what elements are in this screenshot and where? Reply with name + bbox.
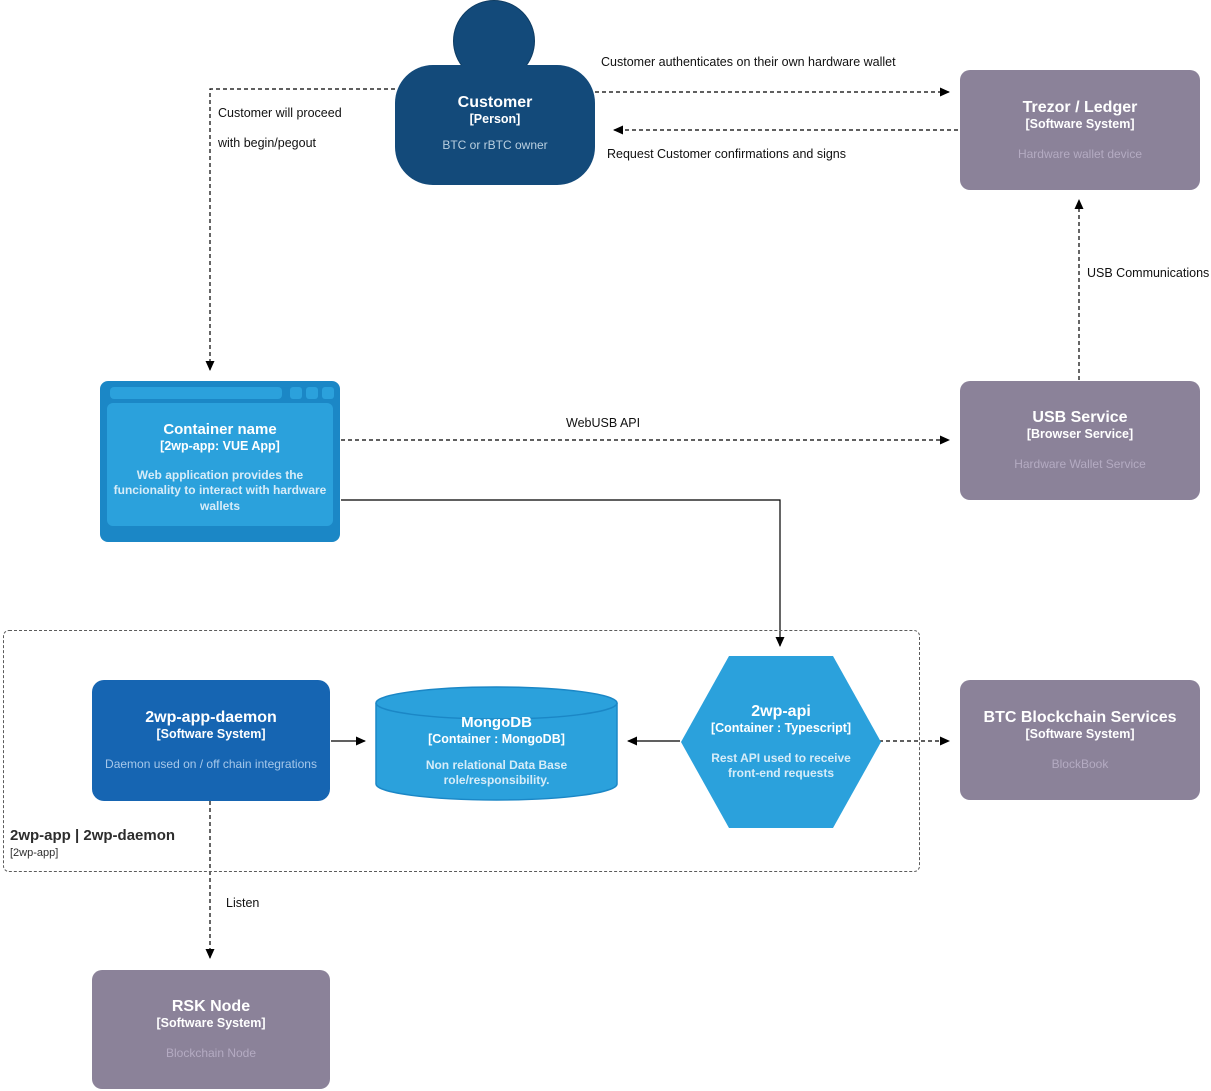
node-btc-blockchain-services[interactable]: BTC Blockchain Services [Software System… [960,680,1200,800]
boundary-title: 2wp-app | 2wp-daemon [10,827,176,844]
node-subtitle: [Container : MongoDB] [428,732,565,746]
node-title: 2wp-api [751,703,811,720]
edge-label-authenticate: Customer authenticates on their own hard… [601,55,896,69]
browser-address-bar [110,387,282,399]
node-usb-service[interactable]: USB Service [Browser Service] Hardware W… [960,381,1200,500]
edge-container-to-api [341,499,785,647]
node-title: RSK Node [171,998,251,1016]
node-mongodb[interactable]: MongoDB [Container : MongoDB] Non relati… [375,686,618,801]
browser-window-button-icon [290,387,302,399]
node-title: Container name [163,421,277,438]
boundary-2wp-app[interactable] [3,630,920,872]
cylinder-text: MongoDB [Container : MongoDB] Non relati… [375,686,618,801]
node-subtitle: [Software System] [1025,116,1135,131]
edge-label-usb-comms: USB Communications [1087,266,1210,280]
node-2wp-api[interactable]: 2wp-api [Container : Typescript] Rest AP… [681,656,881,828]
edge-label-request-sign: Request Customer confirmations and signs [607,147,847,161]
node-rsk-node[interactable]: RSK Node [Software System] Blockchain No… [92,970,330,1089]
node-subtitle: [2wp-app: VUE App] [160,439,280,453]
node-title: MongoDB [461,714,532,731]
node-subtitle: [Person] [469,112,521,127]
cylinder-shape [375,686,618,801]
edge-label-webusb: WebUSB API [566,416,641,430]
node-title: Trezor / Ledger [1022,98,1138,116]
edge-label-listen: Listen [226,896,260,910]
node-subtitle: [Container : Typescript] [710,721,852,736]
node-subtitle: [Software System] [1025,726,1135,741]
boundary-subtitle: [2wp-app] [10,847,59,859]
node-subtitle: [Software System] [156,1016,266,1031]
node-description: Blockchain Node [165,1046,257,1061]
browser-window-button-icon [306,387,318,399]
node-description: Daemon used on / off chain integrations [105,757,317,772]
node-description: BTC or rBTC owner [442,137,548,152]
edge-label-proceed-2: with begin/pegout [218,136,316,150]
node-title: BTC Blockchain Services [983,708,1177,726]
node-subtitle: [Software System] [156,727,266,742]
edge-customer-to-container [205,88,395,371]
node-2wp-app-daemon[interactable]: 2wp-app-daemon [Software System] Daemon … [92,680,330,801]
node-description: Hardware Wallet Service [1014,457,1146,472]
node-title: 2wp-app-daemon [145,709,277,727]
node-customer[interactable]: Customer [Person] BTC or rBTC owner [395,65,595,185]
browser-window-button-icon [322,387,334,399]
node-trezor-ledger[interactable]: Trezor / Ledger [Software System] Hardwa… [960,70,1200,190]
node-container-name[interactable]: Container name [2wp-app: VUE App] Web ap… [100,381,340,542]
node-description: Rest API used to receive front-end reque… [711,750,851,781]
node-subtitle: [Browser Service] [1026,427,1134,442]
browser-content: Container name [2wp-app: VUE App] Web ap… [107,403,333,526]
node-title: USB Service [1032,409,1128,427]
node-description: Non relational Data Base role/responsibi… [425,757,568,788]
node-description: Hardware wallet device [1017,146,1143,161]
node-description: BlockBook [1051,756,1109,771]
node-description: Web application provides the funcionalit… [113,467,327,513]
node-title: Customer [457,94,533,111]
browser-titlebar [100,381,340,403]
edge-label-proceed-1: Customer will proceed [218,106,342,120]
